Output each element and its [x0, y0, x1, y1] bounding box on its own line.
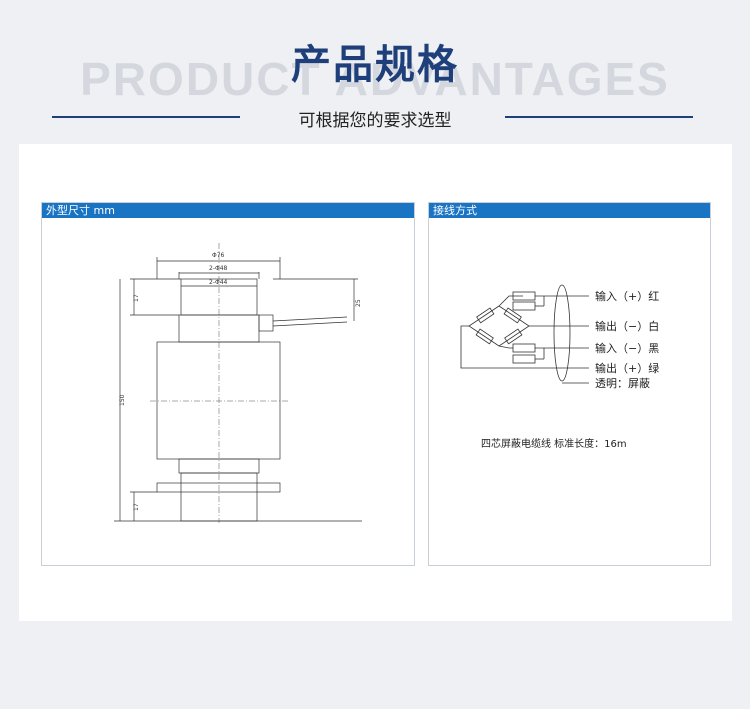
cable-note: 四芯屏蔽电缆线 标准长度：16m [481, 439, 627, 450]
bridge-resistor-4 [504, 328, 523, 345]
dimension-panel: 外型尺寸 mm [41, 202, 415, 566]
bridge-diamond [468, 305, 530, 347]
wire-label-shield: 透明：屏蔽 [595, 377, 650, 390]
wire-label-white: 输出（−）白 [595, 319, 659, 333]
dim-label-76: Φ76 [212, 252, 225, 259]
dim-label-cable-25: 25 [355, 299, 362, 307]
dimension-panel-title: 外型尺寸 mm [42, 203, 414, 218]
wire-green [460, 325, 589, 369]
wire-label-black: 输入（−）黑 [595, 341, 659, 355]
bridge-resistor-2 [503, 307, 522, 324]
dim-label-44: 2-Φ44 [209, 279, 228, 286]
cable-gland-outline [258, 314, 274, 332]
dim-label-top-17: 17 [133, 294, 140, 302]
wiring-diagram: 输入（+）红 输出（−）白 输入（−）黑 输出（+）绿 透明：屏蔽 [460, 284, 659, 390]
page-header: PRODUCT ADVANTAGES 产品规格 可根据您的要求选型 [0, 0, 750, 140]
background-watermark-text: PRODUCT ADVANTAGES [80, 53, 670, 105]
body-outline [156, 341, 281, 460]
wire-in-plus-a [498, 295, 523, 307]
bridge-resistor-1 [476, 307, 495, 324]
wire-label-green: 输出（+）绿 [595, 361, 659, 375]
page-title: 产品规格 [291, 42, 459, 88]
spec-card: 外型尺寸 mm [19, 144, 732, 621]
resistor-top-2 [512, 301, 536, 311]
wire-label-red: 输入（+）红 [595, 289, 659, 303]
dim-label-150: 150 [119, 394, 126, 406]
dim-label-48: 2-Φ48 [209, 265, 228, 272]
cable-line-bottom [272, 321, 348, 327]
resistor-bottom-1 [512, 343, 536, 353]
dimension-drawing: Φ76 2-Φ48 2-Φ44 17 25 150 17 [114, 243, 362, 523]
bridge-resistor-3 [475, 328, 494, 345]
divider-left [52, 116, 240, 118]
resistor-bottom-2 [512, 354, 536, 364]
divider-right [505, 116, 693, 118]
wiring-panel: 接线方式 [428, 202, 711, 566]
wiring-panel-title: 接线方式 [429, 203, 710, 218]
dim-label-bottom-17: 17 [133, 503, 140, 511]
shield-ellipse [553, 284, 571, 382]
cable-line-top [272, 316, 348, 322]
page-subtitle: 可根据您的要求选型 [298, 111, 452, 131]
wire-in-minus-a [498, 345, 513, 349]
bottom-flange-outline [156, 482, 281, 493]
